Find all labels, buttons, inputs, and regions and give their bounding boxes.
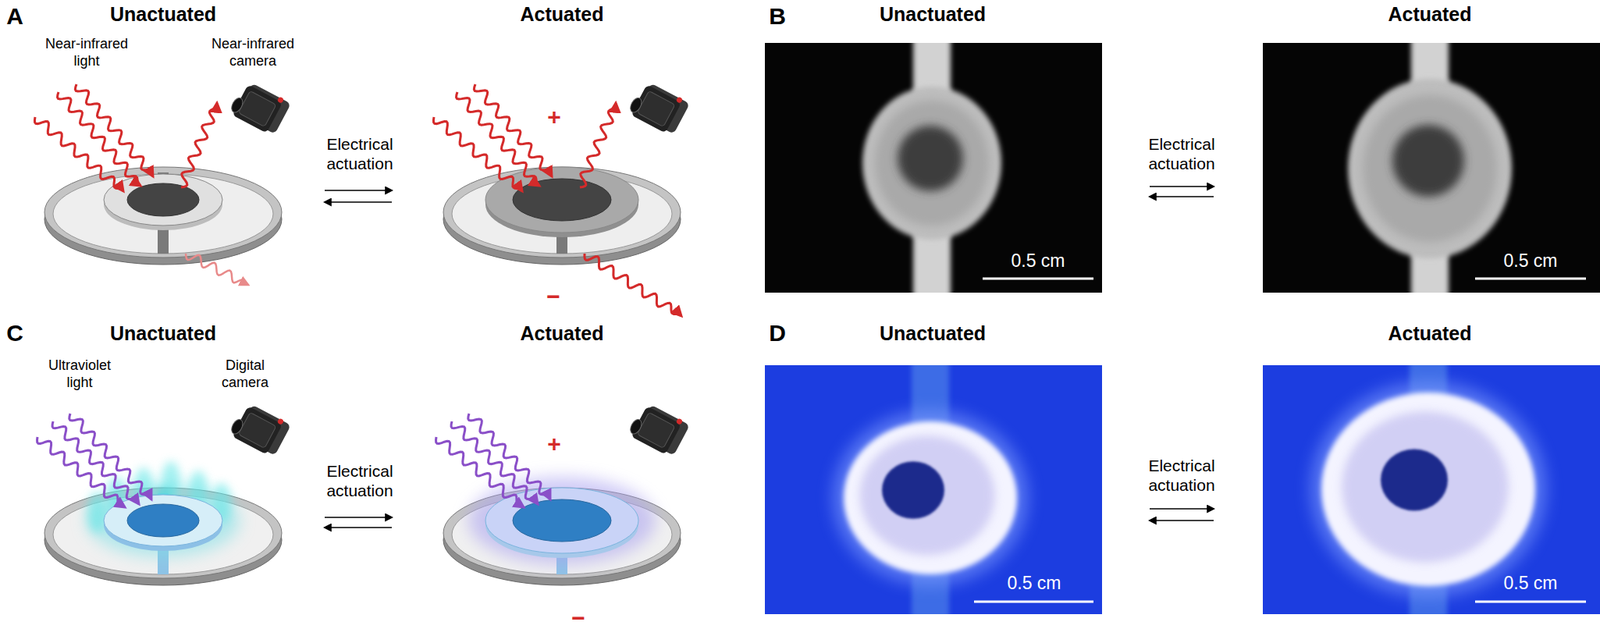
panel-heading: Unactuated (879, 2, 986, 26)
camera-label: Digital camera (209, 357, 281, 392)
photo-panel (1262, 357, 1600, 623)
polarity-sign: − (546, 282, 561, 311)
scale-label: 0.5 cm (1503, 250, 1558, 273)
scale-label: 0.5 cm (1006, 572, 1061, 595)
actuation-label: Electrical actuation (315, 134, 406, 174)
camera-icon (227, 400, 292, 459)
panel-letter: A (6, 2, 24, 31)
light-wave (579, 103, 616, 188)
actuation-label: Electrical actuation (315, 461, 406, 501)
forward-arrow (324, 516, 392, 519)
panel-heading: Actuated (520, 2, 605, 26)
polarity-sign: + (547, 430, 562, 459)
light-wave (584, 253, 682, 317)
forward-arrow (1149, 508, 1214, 510)
actuator-device (44, 461, 282, 586)
panel-heading: Actuated (1388, 2, 1472, 26)
camera-label: Near-infrared camera (202, 35, 304, 70)
panel-heading: Unactuated (110, 2, 217, 26)
light-wave (185, 253, 249, 285)
polarity-sign: − (571, 604, 586, 633)
panel-heading: Actuated (1388, 321, 1472, 345)
panel-letter: D (768, 319, 786, 348)
actuator-device (443, 167, 681, 265)
polarity-sign: + (547, 103, 562, 132)
light-wave (181, 103, 217, 188)
scale-bar (1475, 600, 1586, 604)
light-wave (69, 413, 152, 500)
light-label: Near-infrared light (35, 35, 138, 70)
panel-heading: Unactuated (110, 321, 217, 345)
forward-arrow (324, 189, 392, 192)
light-wave (34, 117, 124, 192)
camera-icon (626, 400, 691, 459)
actuator-device (443, 461, 681, 586)
reverse-arrow (324, 526, 392, 529)
actuation-label: Electrical actuation (1137, 455, 1227, 495)
photo-panel (1262, 35, 1600, 301)
panel-letter: B (768, 2, 786, 31)
scale-bar (982, 277, 1094, 281)
forward-arrow (1149, 185, 1214, 188)
camera-icon (626, 78, 691, 138)
reverse-arrow (1149, 519, 1214, 522)
light-label: Ultraviolet light (36, 357, 123, 392)
panel-heading: Actuated (520, 321, 605, 345)
scale-label: 0.5 cm (1503, 572, 1558, 595)
light-wave (436, 437, 524, 508)
actuator-device (44, 167, 282, 265)
actuation-label: Electrical actuation (1137, 134, 1227, 174)
light-wave (74, 84, 153, 177)
light-wave (37, 437, 125, 508)
light-wave (433, 117, 523, 192)
light-wave (473, 84, 552, 177)
camera-icon (227, 78, 292, 138)
reverse-arrow (1149, 195, 1214, 198)
scale-bar (974, 600, 1094, 604)
reverse-arrow (324, 201, 392, 203)
photo-panel (764, 35, 1103, 301)
scale-label: 0.5 cm (1010, 250, 1065, 273)
light-wave (468, 413, 551, 500)
panel-heading: Unactuated (879, 321, 986, 345)
panel-letter: C (6, 319, 24, 348)
photo-panel (764, 357, 1103, 623)
scale-bar (1475, 277, 1586, 281)
